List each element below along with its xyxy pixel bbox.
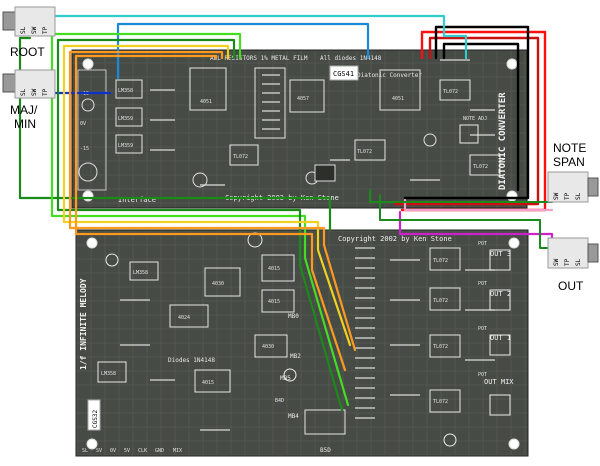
wire-black [403,25,530,200]
majmin-pin-sw: SW [31,88,38,96]
top-title-center: Diatonic Converter [357,72,422,79]
wire-green-notespan [369,189,553,203]
bottom-ic-4030b: 4030 [262,344,274,350]
out-pin-sw: SW [553,258,560,266]
out-jack: SW TP SL OUT [547,237,599,293]
top-ic-lm358: LM358 [118,88,133,94]
notespan-pin-sw: SW [553,192,560,200]
notespan-pin-sl: SL [575,192,582,200]
bottom-edge-pin-gnd: GND [155,448,164,454]
bottom-diodes-note: Diodes 1N4148 [168,357,215,364]
bottom-b4d: B4D [275,398,284,404]
top-heading-right: All diodes 1N4148 [320,55,382,62]
top-heading-left: ALL RESISTORS 1% METAL FILM [210,55,308,62]
bottom-ic-tl072a: TL072 [433,258,448,264]
bottom-edge-pin-clk: CLK [138,448,147,454]
top-ic-tl072a: TL072 [233,154,248,160]
root-label: ROOT [10,45,45,59]
bottom-ic-4024: 4024 [178,315,190,321]
top-ic-lm359b: LM359 [118,143,133,149]
top-ic-tl072b: TL072 [357,149,372,155]
bottom-edge-pin-0v: 0V [110,448,116,454]
bottom-ic-4015c: 4015 [202,380,214,386]
notespan-label-1: NOTE [553,141,586,155]
bottom-mb2: MB2 [290,353,301,360]
top-ic-tl072d: TL072 [473,164,488,170]
out-pin-sl: SL [575,258,582,266]
wire-yellow [62,44,352,347]
majmin-label-1: MAJ/ [10,103,38,117]
bottom-b5d: B5D [320,447,331,454]
bottom-ic-tl072c: TL072 [433,344,448,350]
majmin-label-2: MIN [14,117,36,131]
bottom-pot-2: POT [478,281,487,287]
top-ic-lm359a: LM359 [118,116,133,122]
majmin-jack: SL SW TP MAJ/ MIN [2,69,56,131]
bottom-edge-pin-sl: SL [82,448,88,454]
root-pin-sw: SW [31,26,38,34]
bottom-pot-4: POT [478,372,487,378]
bottom-ic-lm358a: LM358 [133,270,148,276]
bottom-edge-pin-sv: SV [96,448,102,454]
top-ic-tl072c: TL072 [443,89,458,95]
bottom-pot-3: POT [478,326,487,332]
wire-green-ground [18,36,332,232]
bottom-outmix: OUT MIX [484,378,514,386]
bottom-edge-pin-mix: MIX [173,448,182,454]
out-label: OUT [558,279,584,293]
wire-black-2 [442,42,520,192]
top-power-zero: 0V [80,121,86,127]
bottom-ic-tl072b: TL072 [433,298,448,304]
top-interface-label: Interface [118,196,156,204]
bottom-out2: OUT 2 [490,290,511,298]
bottom-mb0: MB0 [288,313,299,320]
bottom-edge-pin-5v: 5V [124,448,130,454]
out-pin-tp: TP [564,258,571,266]
bottom-copyright: Copyright 2002 by Ken Stone [338,235,452,243]
bottom-ic-tl072d: TL072 [433,399,448,405]
majmin-pin-tp: TP [42,88,49,96]
top-note-adj: NOTE ADJ [463,116,487,122]
bottom-ic-lm358b: LM358 [101,371,116,377]
wire-darkred [393,36,540,206]
wire-orange-2 [74,54,347,372]
bottom-title-vertical: 1/f INFINITE MELODY [79,278,88,370]
wire-pink [403,198,554,212]
top-power-minus: -15 [80,146,89,152]
bottom-pcb: Copyright 2002 by Ken Stone 1/f INFINITE… [75,229,529,457]
wire-orange [68,50,357,352]
bottom-mb5: MB5 [280,375,291,382]
bottom-out1: OUT 1 [490,334,511,342]
top-pcb: ALL RESISTORS 1% METAL FILM All diodes 1… [71,49,528,209]
root-pin-tp: TP [42,26,49,34]
wire-green [56,38,344,412]
root-pin-sl: SL [20,26,27,34]
bottom-chip-cgs: CGS32 [92,410,99,428]
top-chip-cgs: CGS41 [333,70,354,78]
root-jack: SL SW TP ROOT [2,6,56,59]
notespan-label-2: SPAN [553,155,585,169]
top-ic-4057: 4057 [297,96,309,102]
notespan-pin-tp: TP [564,192,571,200]
bottom-ic-4030a: 4030 [212,281,224,287]
bottom-mb4: MB4 [288,413,299,420]
notespan-jack: NOTE SPAN SW TP SL [547,141,599,203]
wire-harness [18,14,561,412]
majmin-pin-sl: SL [20,88,27,96]
top-ic-4051a: 4051 [200,99,212,105]
wire-lime [50,32,350,407]
bottom-pot-1: POT [478,241,487,247]
bottom-out3: OUT 3 [490,250,511,258]
top-ic-4051b: 4051 [392,96,404,102]
bottom-ic-4015b: 4015 [268,299,280,305]
top-title-vertical: DIATONIC CONVERTER [498,92,508,190]
bottom-ic-4015a: 4015 [268,266,280,272]
